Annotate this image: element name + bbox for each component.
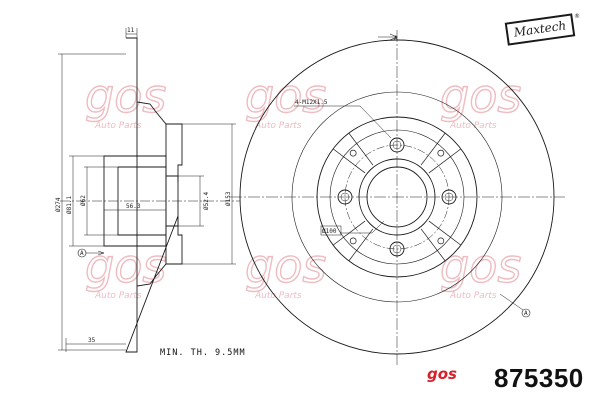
watermark-caption: Auto Parts [449, 291, 497, 301]
maxtech-logo: Maxtech ® [503, 13, 580, 49]
gos-logo-text: gos [427, 365, 457, 383]
label-offset: 35 [88, 337, 96, 344]
label-hub-inner-diameter: Ø52.4 [203, 192, 210, 210]
side-section-view [58, 28, 240, 353]
pcd-box [320, 225, 342, 236]
bolt-hole [337, 189, 353, 205]
aux-hole [437, 149, 445, 157]
datum-pointer-front [499, 293, 524, 311]
bolt-hole-inner [392, 140, 402, 150]
gos-logo: gos [424, 365, 482, 389]
label-bolt-spec: 4-M12X1.5 [295, 99, 328, 106]
maxtech-logo-text: Maxtech [512, 18, 567, 40]
label-overall-diameter: Ø274 [55, 197, 62, 212]
watermark-caption: Auto Parts [94, 291, 142, 301]
label-section-a: A [394, 35, 398, 42]
hat-vane-line [348, 228, 374, 262]
aux-hole [437, 237, 445, 245]
watermark-logo: gos [440, 239, 521, 293]
watermark-caption: Auto Parts [254, 291, 302, 301]
watermark-caption: Auto Parts [254, 121, 302, 131]
datum-marker-front [521, 308, 531, 318]
hat-wall [136, 102, 167, 286]
bolt-holes [337, 137, 457, 257]
registered-mark: ® [574, 13, 580, 20]
hat-vane-line [428, 148, 462, 174]
front-view [230, 30, 565, 365]
hat-vane-line [420, 228, 446, 262]
bolt-spec-leader [294, 105, 392, 139]
label-datum-front: A [524, 310, 528, 317]
hat-vane-line [348, 132, 374, 166]
bolt-hole-inner [340, 192, 350, 202]
hat-vane-line [332, 148, 366, 174]
aux-hole [349, 149, 357, 157]
section-marker-top [378, 33, 398, 41]
part-number: 875350 [494, 363, 584, 393]
label-datum-side: A [80, 250, 84, 257]
label-bore-diameter: Ø62 [80, 195, 87, 206]
dimension-lines [58, 28, 236, 352]
watermark-logo: gos [440, 69, 521, 123]
watermark-logo: gos [85, 239, 166, 293]
bolt-hole [441, 189, 457, 205]
bolt-hole-inner [444, 192, 454, 202]
watermark-caption: Auto Parts [94, 121, 142, 131]
watermark-logo: gos [85, 69, 166, 123]
section-profile [125, 37, 183, 353]
label-hub-depth: 56.3 [126, 203, 141, 210]
pcd-leader [340, 220, 385, 234]
maxtech-logo-frame: Maxtech [504, 13, 576, 46]
bolt-hole [389, 137, 405, 153]
bolt-hole-inner [392, 244, 402, 254]
watermark-caption: Auto Parts [449, 121, 497, 131]
label-pcd: Ø100 [322, 228, 337, 235]
bolt-hole [389, 241, 405, 257]
watermark-logo: gos [245, 69, 326, 123]
hat-vanes [332, 132, 462, 262]
min-thickness-note: MIN. TH. 9.5MM [160, 348, 246, 358]
hat-vane-line [428, 220, 462, 246]
watermark-logo: gos [245, 239, 326, 293]
datum-pointer-side [86, 250, 105, 256]
label-inner-diameter-a: Ø81.1 [66, 196, 73, 214]
label-hat-diameter: Ø153 [225, 191, 232, 206]
aux-hole [349, 237, 357, 245]
label-top-thickness: 11 [127, 27, 135, 34]
aux-holes [349, 149, 445, 245]
hat-vane-line [420, 132, 446, 166]
